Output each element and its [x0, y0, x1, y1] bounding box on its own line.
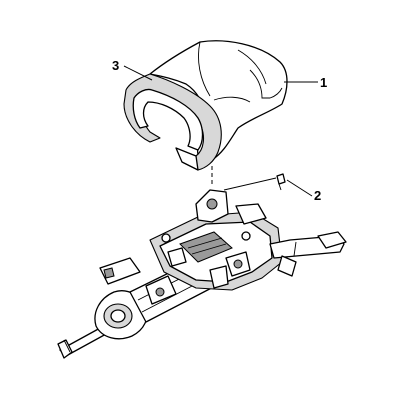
fastener-clip [276, 173, 286, 191]
callout-label-3: 3 [112, 58, 119, 73]
leader-line-2 [286, 179, 313, 197]
steering-column-assembly [57, 189, 347, 359]
callout-leaders [123, 65, 318, 197]
leader-line-3 [123, 65, 153, 81]
callout-label-2: 2 [314, 188, 321, 203]
steering-column-shroud [123, 40, 288, 171]
callout-label-1: 1 [320, 75, 327, 90]
